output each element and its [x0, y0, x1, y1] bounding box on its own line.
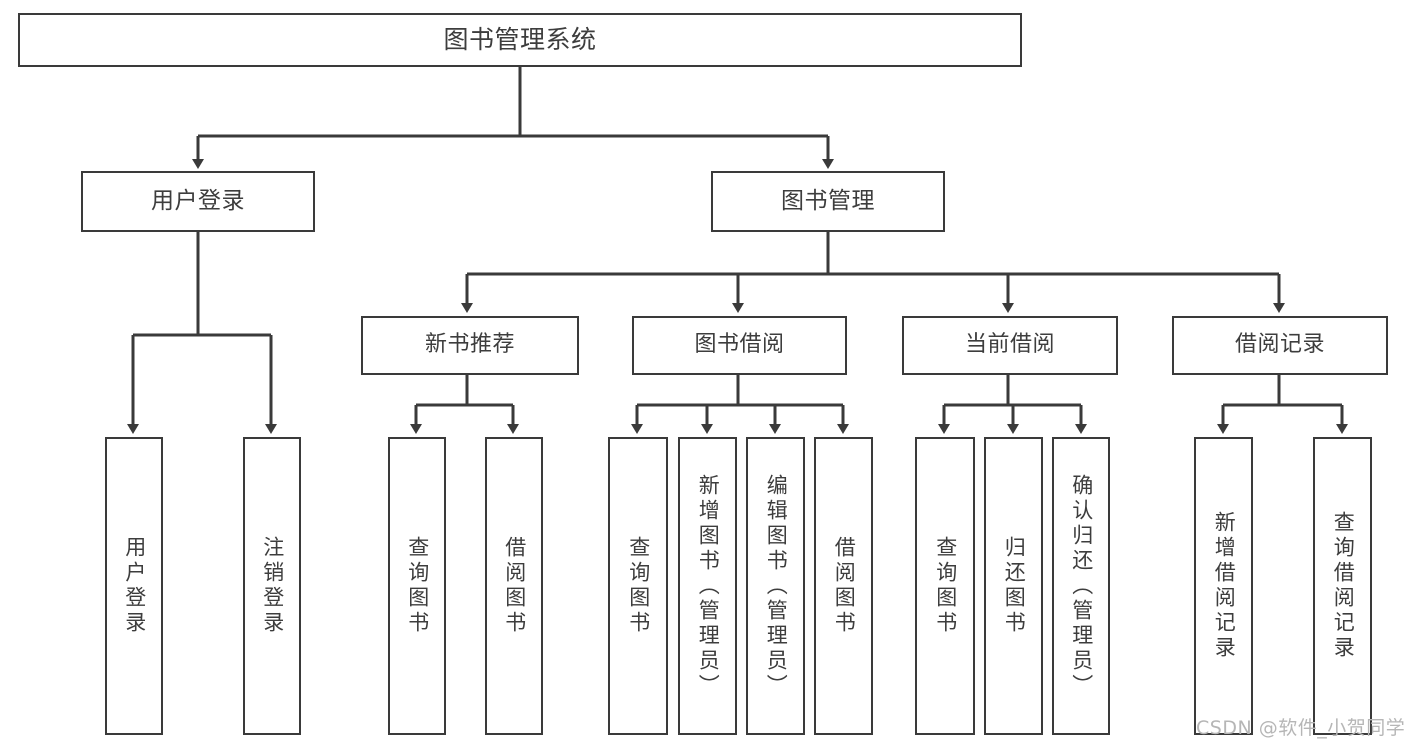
- node-user-login[interactable]: 用户登录: [81, 171, 315, 232]
- leaf-node[interactable]: 查询图书: [388, 437, 446, 735]
- node-current-borrow[interactable]: 当前借阅: [902, 316, 1118, 375]
- leaf-node[interactable]: 编辑图书（管理员）: [746, 437, 805, 735]
- leaf-node[interactable]: 借阅图书: [485, 437, 543, 735]
- node-label: 当前借阅: [964, 332, 1055, 358]
- leaf-node[interactable]: 查询借阅记录: [1313, 437, 1372, 735]
- node-label: 图书管理: [781, 187, 875, 214]
- node-label: 用户登录: [151, 187, 245, 214]
- leaf-node[interactable]: 查询图书: [915, 437, 975, 735]
- leaf-node[interactable]: 借阅图书: [814, 437, 873, 735]
- leaf-node[interactable]: 新增借阅记录: [1194, 437, 1253, 735]
- leaf-label: 新增借阅记录: [1212, 511, 1237, 661]
- leaf-label: 查询图书: [626, 536, 651, 636]
- node-new-book-recommend[interactable]: 新书推荐: [361, 316, 579, 375]
- leaf-label: 确认归还（管理员）: [1069, 473, 1094, 699]
- leaf-label: 查询借阅记录: [1331, 511, 1356, 661]
- leaf-label: 归还图书: [1002, 536, 1027, 636]
- leaf-label: 查询图书: [405, 536, 430, 636]
- node-root-label: 图书管理系统: [443, 25, 597, 54]
- leaf-label: 借阅图书: [502, 536, 527, 636]
- node-book-management[interactable]: 图书管理: [711, 171, 945, 232]
- csdn-watermark: CSDN @软件_小贺同学: [1196, 717, 1405, 739]
- leaf-label: 用户登录: [122, 536, 147, 636]
- node-label: 图书借阅: [694, 332, 785, 358]
- node-book-borrow[interactable]: 图书借阅: [632, 316, 847, 375]
- leaf-node[interactable]: 确认归还（管理员）: [1052, 437, 1110, 735]
- leaf-node[interactable]: 新增图书（管理员）: [678, 437, 737, 735]
- leaf-label: 查询图书: [933, 536, 958, 636]
- leaf-node[interactable]: 注销登录: [243, 437, 301, 735]
- leaf-node[interactable]: 用户登录: [105, 437, 163, 735]
- node-label: 新书推荐: [424, 332, 515, 358]
- leaf-label: 编辑图书（管理员）: [764, 473, 789, 699]
- node-root[interactable]: 图书管理系统: [18, 13, 1022, 67]
- node-borrow-records[interactable]: 借阅记录: [1172, 316, 1388, 375]
- leaf-label: 新增图书（管理员）: [696, 473, 721, 699]
- leaf-label: 注销登录: [260, 536, 285, 636]
- leaf-node[interactable]: 归还图书: [984, 437, 1043, 735]
- leaf-label: 借阅图书: [832, 536, 857, 636]
- leaf-node[interactable]: 查询图书: [608, 437, 668, 735]
- node-label: 借阅记录: [1234, 332, 1325, 358]
